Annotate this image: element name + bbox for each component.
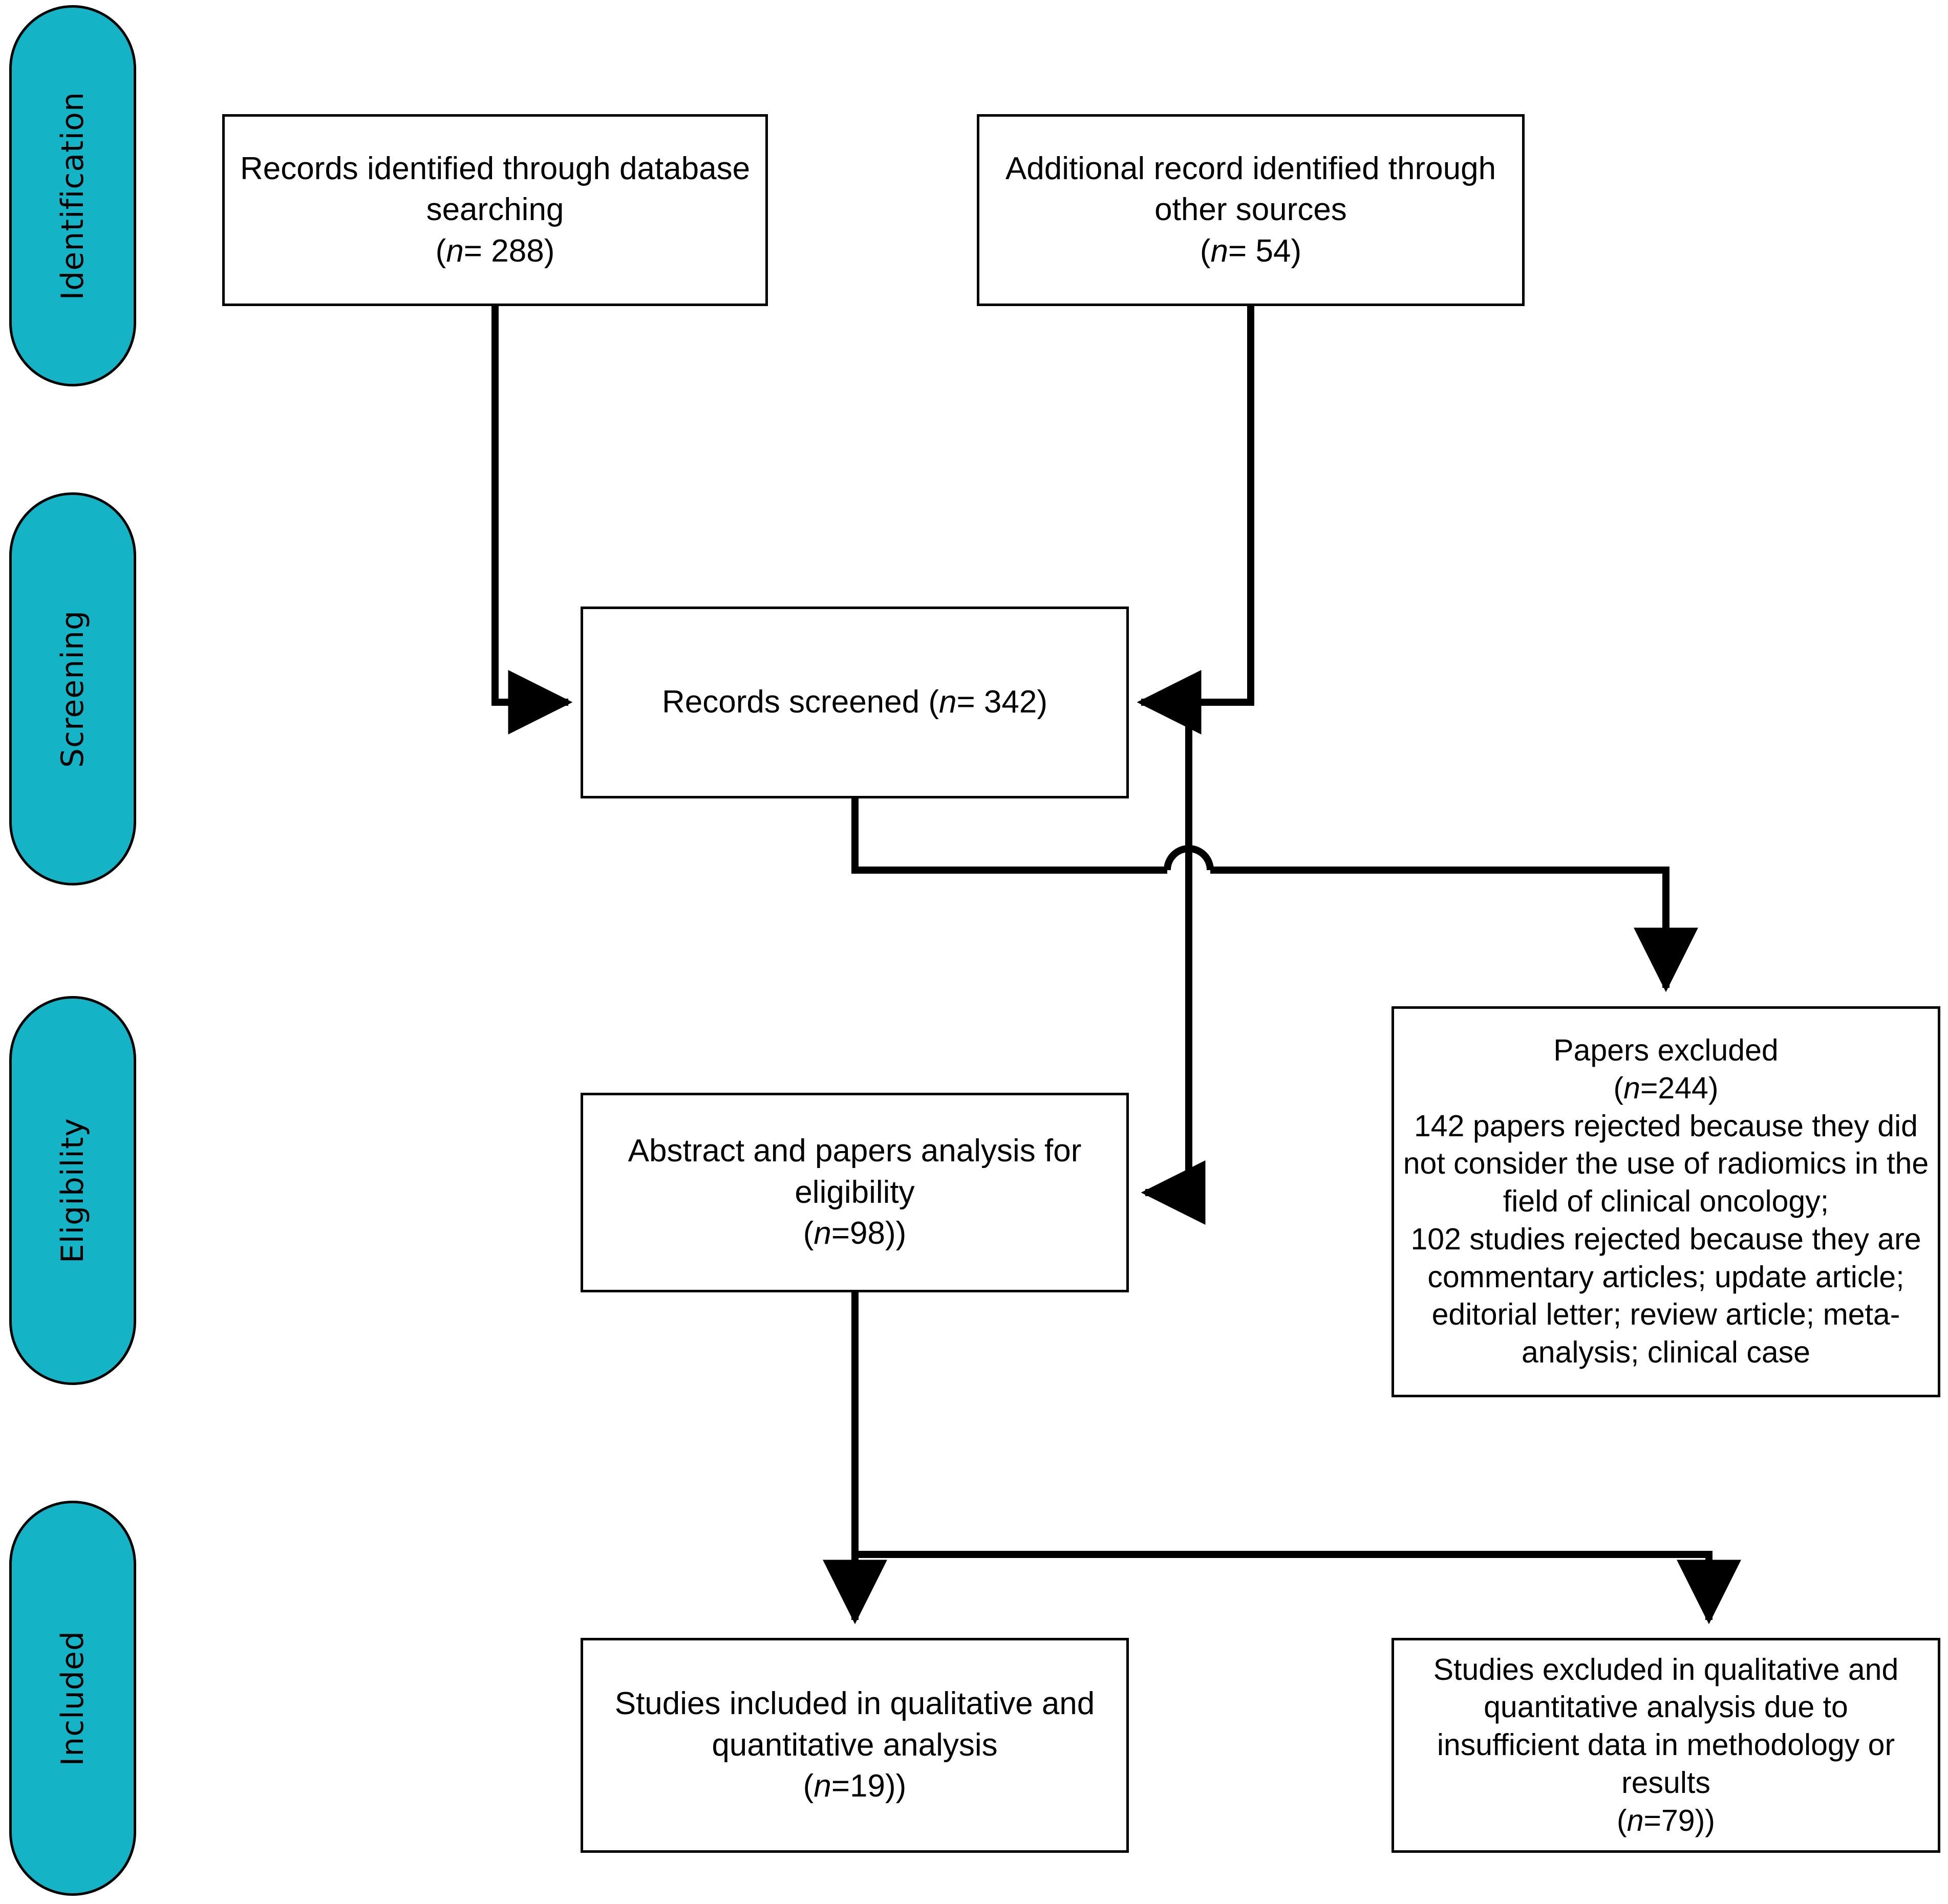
box-studies-excluded: Studies excluded in qualitative and quant… bbox=[1392, 1638, 1940, 1853]
records-identified-count: = 288 bbox=[463, 233, 544, 269]
studies-included-n-symbol: n bbox=[814, 1768, 831, 1804]
box-abstract-eligibility-text: Abstract and papers analysis for eligibil… bbox=[628, 1133, 1082, 1251]
wire-bus-to-excluded bbox=[1210, 867, 1698, 992]
box-papers-excluded-text: Papers excluded(n=244)142 papers rejecte… bbox=[1403, 1033, 1929, 1370]
box-records-identified: Records identified through database searc… bbox=[222, 114, 768, 306]
box-additional-records: Additional record identified through othe… bbox=[977, 114, 1525, 306]
wire-bus-hop-arc bbox=[1164, 845, 1214, 871]
box-papers-excluded: Papers excluded(n=244)142 papers rejecte… bbox=[1392, 1006, 1940, 1397]
wire-screened-to-eligibility bbox=[1141, 702, 1206, 1225]
box-studies-included: Studies included in qualitative and quant… bbox=[581, 1638, 1129, 1853]
phase-pill-included: Included bbox=[9, 1501, 136, 1896]
phase-label-screening: Screening bbox=[55, 610, 91, 768]
records-screened-count: = 342) bbox=[956, 684, 1048, 720]
papers-excluded-title: Papers excluded bbox=[1553, 1033, 1779, 1068]
records-identified-line1: Records identified through database bbox=[240, 150, 751, 186]
studies-included-line1: Studies included in qualitative and bbox=[614, 1686, 1095, 1722]
wire-screened-bus bbox=[851, 798, 1167, 874]
studies-excluded-line2: quantitative analysis due to bbox=[1484, 1690, 1848, 1724]
phase-pill-identification: Identification bbox=[9, 5, 136, 386]
studies-excluded-count: =79) bbox=[1643, 1803, 1705, 1837]
papers-excluded-count: =244) bbox=[1640, 1071, 1719, 1105]
studies-included-line2: quantitative analysis bbox=[712, 1727, 998, 1763]
studies-excluded-n-symbol: n bbox=[1626, 1803, 1644, 1837]
wire-eligibility-bus-right bbox=[855, 1551, 1741, 1625]
abstract-eligibility-n-symbol: n bbox=[814, 1216, 831, 1251]
box-studies-excluded-text: Studies excluded in qualitative and quant… bbox=[1433, 1652, 1899, 1837]
additional-records-line1: Additional record identified through bbox=[1005, 150, 1496, 186]
abstract-eligibility-line1: Abstract and papers analysis for bbox=[628, 1133, 1082, 1169]
wire-additional-to-screened bbox=[1137, 306, 1254, 734]
box-records-screened-text: Records screened (n= 342) bbox=[662, 682, 1047, 723]
records-identified-n-symbol: n bbox=[446, 233, 464, 269]
abstract-eligibility-count: =98) bbox=[831, 1216, 896, 1251]
phase-label-eligibility: Eligibility bbox=[55, 1117, 91, 1264]
studies-excluded-line3: insufficient data in methodology or bbox=[1437, 1728, 1895, 1762]
box-studies-included-text: Studies included in qualitative and quant… bbox=[614, 1686, 1095, 1804]
papers-excluded-reason-2: 102 studies rejected because they are co… bbox=[1410, 1222, 1921, 1370]
papers-excluded-reason-1: 142 papers rejected because they did not… bbox=[1403, 1109, 1929, 1219]
phase-label-identification: Identification bbox=[55, 91, 91, 300]
records-screened-n-symbol: n bbox=[939, 684, 957, 720]
phase-pill-eligibility: Eligibility bbox=[9, 996, 136, 1385]
phase-pill-screening: Screening bbox=[9, 492, 136, 885]
studies-included-count: =19) bbox=[831, 1768, 896, 1804]
wire-identified-to-screened bbox=[491, 306, 573, 734]
additional-records-count: = 54 bbox=[1228, 233, 1291, 269]
additional-records-line2: other sources bbox=[1154, 192, 1347, 228]
phase-label-included: Included bbox=[55, 1630, 91, 1766]
box-records-identified-text: Records identified through database searc… bbox=[240, 150, 751, 269]
box-abstract-eligibility: Abstract and papers analysis for eligibil… bbox=[581, 1093, 1129, 1292]
records-screened-prefix: Records screened ( bbox=[661, 684, 939, 720]
studies-excluded-line1: Studies excluded in qualitative and bbox=[1433, 1652, 1899, 1686]
records-identified-line2: searching bbox=[426, 192, 564, 228]
studies-excluded-line4: results bbox=[1621, 1765, 1710, 1800]
papers-excluded-n-symbol: n bbox=[1623, 1071, 1640, 1105]
box-records-screened: Records screened (n= 342) bbox=[581, 607, 1129, 798]
box-additional-records-text: Additional record identified through othe… bbox=[1005, 150, 1496, 269]
additional-records-n-symbol: n bbox=[1210, 233, 1229, 269]
abstract-eligibility-line2: eligibility bbox=[795, 1174, 915, 1210]
